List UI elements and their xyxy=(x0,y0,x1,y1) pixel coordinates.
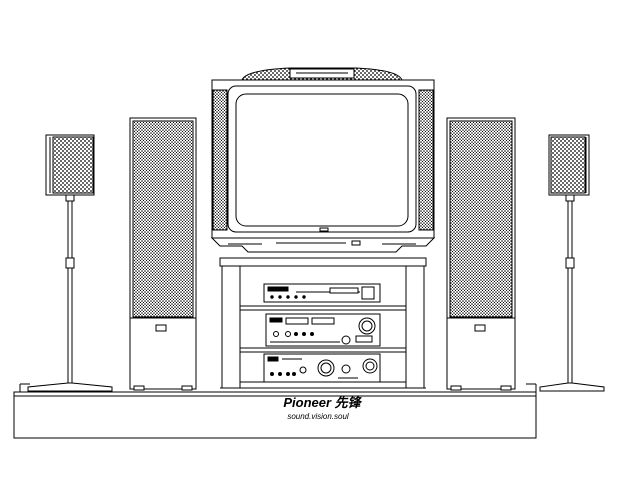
television xyxy=(210,67,436,253)
brand-logo: Pioneer 先锋 xyxy=(283,395,362,410)
tv-stand xyxy=(219,257,427,389)
av-receiver xyxy=(265,313,381,347)
right-satellite-speaker xyxy=(539,134,605,392)
brand-slogan: sound.vision.soul xyxy=(287,412,349,421)
dvd-player xyxy=(263,283,381,303)
amplifier xyxy=(263,353,381,383)
left-tower-speaker xyxy=(129,117,197,391)
left-satellite-speaker xyxy=(27,134,113,392)
right-tower-speaker xyxy=(446,117,516,391)
floor-platform xyxy=(13,383,537,439)
